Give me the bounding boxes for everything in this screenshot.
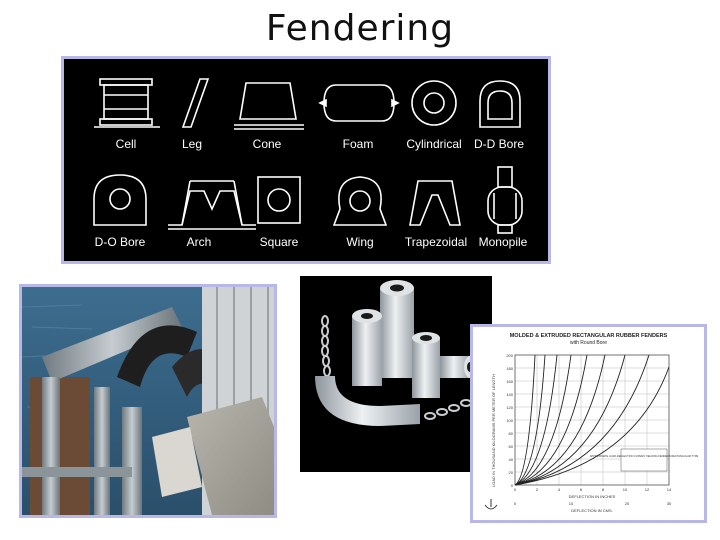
x-tick-cm: 0 — [514, 501, 517, 506]
chart-subtitle: with Round Bore — [570, 340, 607, 346]
label-leg: Leg — [181, 137, 203, 151]
label-cone: Cone — [252, 137, 282, 151]
y-tick: 100 — [506, 418, 513, 423]
label-do-bore: D-O Bore — [94, 235, 146, 249]
cell-fender-shape — [94, 78, 160, 128]
cylindrical-fender-shape — [411, 80, 457, 126]
slide-title: Fendering — [265, 8, 455, 49]
label-foam: Foam — [342, 137, 374, 151]
fender-types-diagram: Cell Leg Cone Foam Cylindrical D-D Bore … — [64, 59, 548, 261]
arch-fender-shape — [168, 180, 256, 230]
load-deflection-chart: MOLDED & EXTRUDED RECTANGULAR RUBBER FEN… — [473, 327, 704, 520]
x-tick-cm: 30 — [667, 501, 672, 506]
x-tick-in: 4 — [558, 487, 561, 492]
y-tick: 0 — [511, 483, 514, 488]
chart-logo-icon — [484, 499, 498, 510]
square-fender-shape — [257, 176, 301, 224]
fender-shapes-drawing — [93, 78, 523, 234]
label-square: Square — [259, 235, 299, 249]
y-tick: 200 — [506, 353, 513, 358]
x-tick-in: 12 — [645, 487, 650, 492]
x-tick-in: 8 — [602, 487, 605, 492]
trapezoidal-fender-shape — [409, 180, 461, 226]
y-tick: 60 — [509, 444, 514, 449]
label-dd-bore: D-D Bore — [473, 137, 524, 151]
label-wing: Wing — [346, 235, 374, 249]
y-tick: 160 — [506, 379, 513, 384]
y-tick: 40 — [509, 457, 514, 462]
foam-fender-shape — [318, 84, 400, 122]
fender-3d-render — [300, 276, 492, 472]
y-tick: 20 — [509, 470, 514, 475]
y-tick: 140 — [506, 392, 513, 397]
x-tick-in: 6 — [580, 487, 583, 492]
x-tick-in: 10 — [623, 487, 628, 492]
dd-bore-fender-shape — [479, 80, 521, 128]
y-tick: 80 — [509, 431, 514, 436]
x-tick-in: 0 — [514, 487, 517, 492]
leg-fender-shape — [181, 78, 210, 128]
label-arch: Arch — [186, 235, 212, 249]
x-tick-cm: 10 — [569, 501, 574, 506]
label-cell: Cell — [115, 137, 137, 151]
y-tick: 180 — [506, 366, 513, 371]
cone-fender-shape — [234, 82, 304, 130]
do-bore-fender-shape — [93, 174, 147, 226]
y-axis-label: LOAD IN THOUSAND KILOGRAMS PER METER OF … — [491, 374, 496, 487]
x-tick-cm: 20 — [625, 501, 630, 506]
chart-title: MOLDED & EXTRUDED RECTANGULAR RUBBER FEN… — [509, 333, 668, 339]
monopile-fender-shape — [487, 166, 523, 234]
x-axis-label-in: DEFLECTION IN INCHES — [569, 494, 616, 499]
chart-plot: 200 180 160 140 120 100 80 60 40 20 0 0 … — [484, 353, 699, 513]
label-monopile: Monopile — [478, 235, 528, 249]
label-trapezoidal: Trapezoidal — [404, 235, 468, 249]
label-cylindrical: Cylindrical — [406, 137, 462, 151]
y-tick: 120 — [506, 405, 513, 410]
x-tick-in: 14 — [667, 487, 672, 492]
chart-note: APPROXIMATE LOAD-DEFLECTION CURVES YIELD… — [590, 454, 699, 458]
wing-fender-shape — [332, 176, 388, 226]
x-axis-label-cm: DEFLECTION IN CMS. — [571, 508, 613, 513]
x-tick-in: 2 — [536, 487, 539, 492]
pier-fender-photo — [22, 287, 274, 515]
